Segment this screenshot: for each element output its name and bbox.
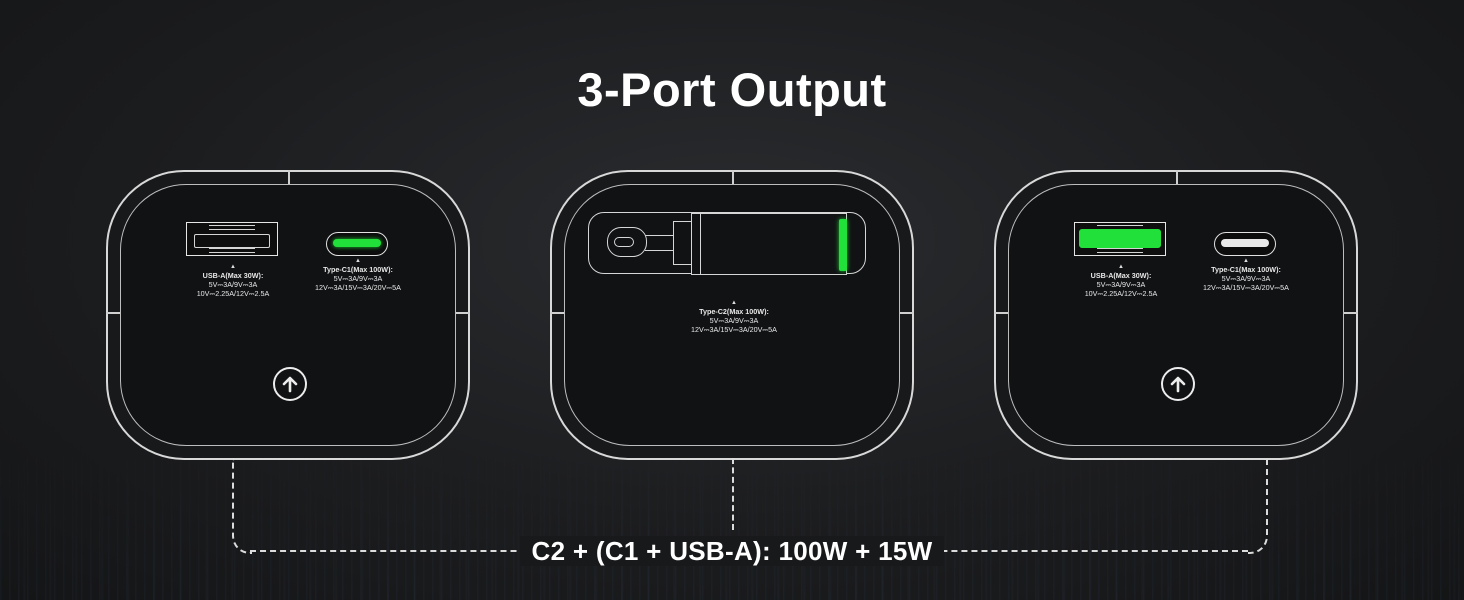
usb-a-port-icon [186,222,278,256]
seam [550,312,564,314]
usb-a-spec: ▲ USB-A(Max 30W): 5V⎓3A/9V⎓3A 10V⎓2.25A/… [1046,264,1196,299]
usb-c1-spec: ▲ Type-C1(Max 100W): 5V⎓3A/9V⎓3A 12V⎓3A/… [294,258,422,293]
pointer-up-icon: ▲ [731,300,737,306]
middle-charger: ▲ Type-C2(Max 100W): 5V⎓3A/9V⎓3A 12V⎓3A/… [550,170,914,460]
usb-c2-spec: ▲ Type-C2(Max 100W): 5V⎓3A/9V⎓3A 12V⎓3A/… [664,300,804,335]
power-summary-caption: C2 + (C1 + USB-A): 100W + 15W [0,536,1464,567]
usb-a-port-icon [1074,222,1166,256]
right-charger: ▲ USB-A(Max 30W): 5V⎓3A/9V⎓3A 10V⎓2.25A/… [994,170,1358,460]
pointer-up-icon: ▲ [1118,264,1124,270]
seam [106,312,120,314]
power-button-icon [1161,367,1195,401]
right-charger-face [1008,184,1344,446]
seam [456,312,470,314]
seam [1176,170,1178,184]
usb-a-spec: ▲ USB-A(Max 30W): 5V⎓3A/9V⎓3A 10V⎓2.25A/… [158,264,308,299]
pointer-up-icon: ▲ [1243,258,1249,264]
usb-c-cable-icon [588,212,866,275]
seam [288,170,290,184]
seam [900,312,914,314]
pointer-up-icon: ▲ [230,264,236,270]
active-led [839,219,847,271]
usb-c-port-icon [326,232,388,256]
left-charger-face [120,184,456,446]
dashed-connector-mid [732,458,734,530]
power-button-icon [273,367,307,401]
seam [732,170,734,184]
page-title: 3-Port Output [577,63,887,116]
seam [994,312,1008,314]
pointer-up-icon: ▲ [355,258,361,264]
usb-c-port-icon [1214,232,1276,256]
left-charger: ▲ USB-A(Max 30W): 5V⎓3A/9V⎓3A 10V⎓2.25A/… [106,170,470,460]
seam [1344,312,1358,314]
usb-c1-spec: ▲ Type-C1(Max 100W): 5V⎓3A/9V⎓3A 12V⎓3A/… [1182,258,1310,293]
